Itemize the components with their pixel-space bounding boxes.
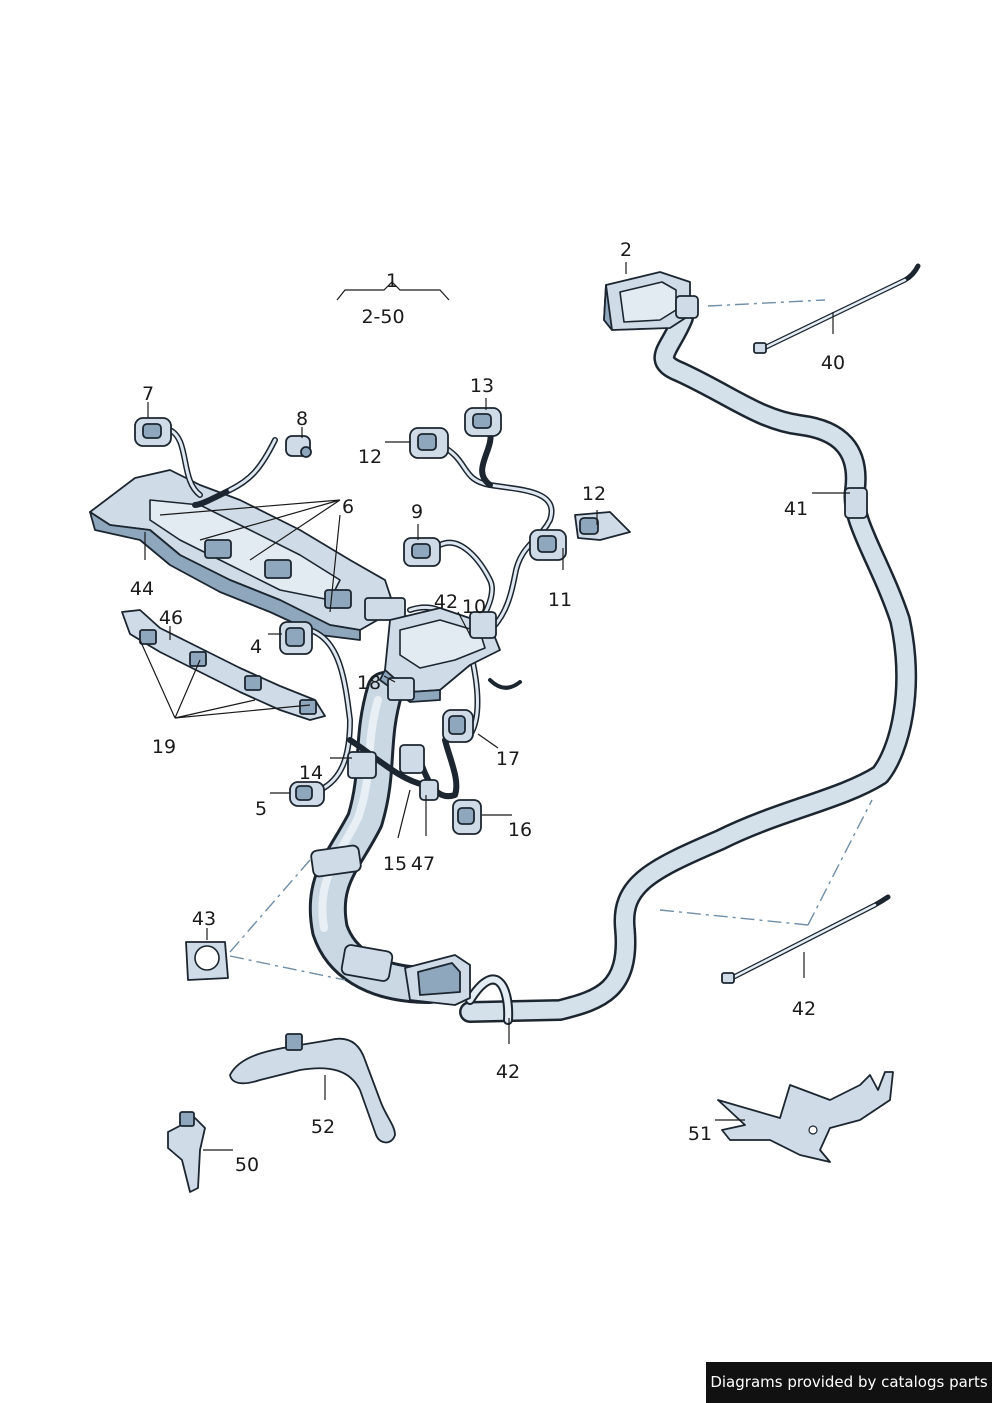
holder-50 — [167, 1111, 206, 1193]
callout-46: 46 — [159, 607, 183, 629]
connector-5 — [289, 781, 325, 807]
callout-2: 2 — [620, 239, 632, 261]
connector-2 — [603, 271, 699, 331]
footer-credit: Diagrams provided by catalogs parts — [706, 1362, 992, 1403]
connector-12-upper — [409, 427, 449, 459]
connector-17 — [442, 709, 474, 743]
callout-40: 40 — [821, 352, 845, 374]
callout-12-left: 12 — [358, 446, 382, 468]
harness-trunk — [459, 307, 918, 1025]
sleeve-41 — [844, 487, 868, 519]
callout-14: 14 — [299, 762, 323, 784]
callout-42-center: 42 — [434, 591, 458, 613]
connector-12-right — [574, 511, 631, 541]
callout-6: 6 — [342, 496, 354, 518]
callout-42-right: 42 — [792, 998, 816, 1020]
callout-42-bottom: 42 — [496, 1061, 520, 1083]
leader-lines — [139, 262, 850, 1151]
connector-16 — [452, 799, 482, 835]
rail-46 — [121, 609, 326, 721]
clip-43 — [185, 941, 229, 981]
callout-10: 10 — [462, 596, 486, 618]
bracket-44 — [89, 469, 406, 641]
callout-18: 18 — [357, 672, 381, 694]
connector-9 — [403, 537, 441, 567]
callout-16: 16 — [508, 819, 532, 841]
callout-17: 17 — [496, 748, 520, 770]
bracket-52 — [229, 1033, 396, 1144]
callout-12-right: 12 — [582, 483, 606, 505]
callout-47: 47 — [411, 853, 435, 875]
callout-13: 13 — [470, 375, 494, 397]
callout-8: 8 — [296, 408, 308, 430]
connector-4 — [279, 621, 313, 655]
connector-7 — [134, 417, 172, 447]
callout-labels: 1 2-50 2 40 41 42 42 42 7 8 6 44 46 19 4… — [130, 239, 845, 1176]
group-label: 1 — [386, 270, 398, 292]
callout-15: 15 — [383, 853, 407, 875]
callout-19: 19 — [152, 736, 176, 758]
clip-trunk-lower — [340, 944, 394, 982]
callout-9: 9 — [411, 501, 423, 523]
callout-50: 50 — [235, 1154, 259, 1176]
callout-51: 51 — [688, 1123, 712, 1145]
callout-41: 41 — [784, 498, 808, 520]
callout-44: 44 — [130, 578, 154, 600]
assembly-lines — [229, 299, 873, 981]
callout-43: 43 — [192, 908, 216, 930]
cable-tie-40 — [753, 263, 921, 354]
bracket-51 — [717, 1071, 894, 1163]
connector-8 — [285, 435, 312, 458]
connector-47 — [419, 779, 439, 801]
connector-14 — [347, 751, 377, 779]
cable-tie-42 — [721, 894, 891, 984]
clip-trunk-upper — [310, 844, 362, 878]
callout-7: 7 — [142, 383, 154, 405]
connector-15 — [399, 744, 425, 774]
connector-13 — [464, 407, 502, 437]
connector-11 — [529, 529, 567, 561]
junction-center — [379, 607, 522, 703]
group-range: 2-50 — [361, 306, 404, 328]
callout-52: 52 — [311, 1116, 335, 1138]
callout-4: 4 — [250, 636, 262, 658]
callout-11: 11 — [548, 589, 572, 611]
callout-5: 5 — [255, 798, 267, 820]
